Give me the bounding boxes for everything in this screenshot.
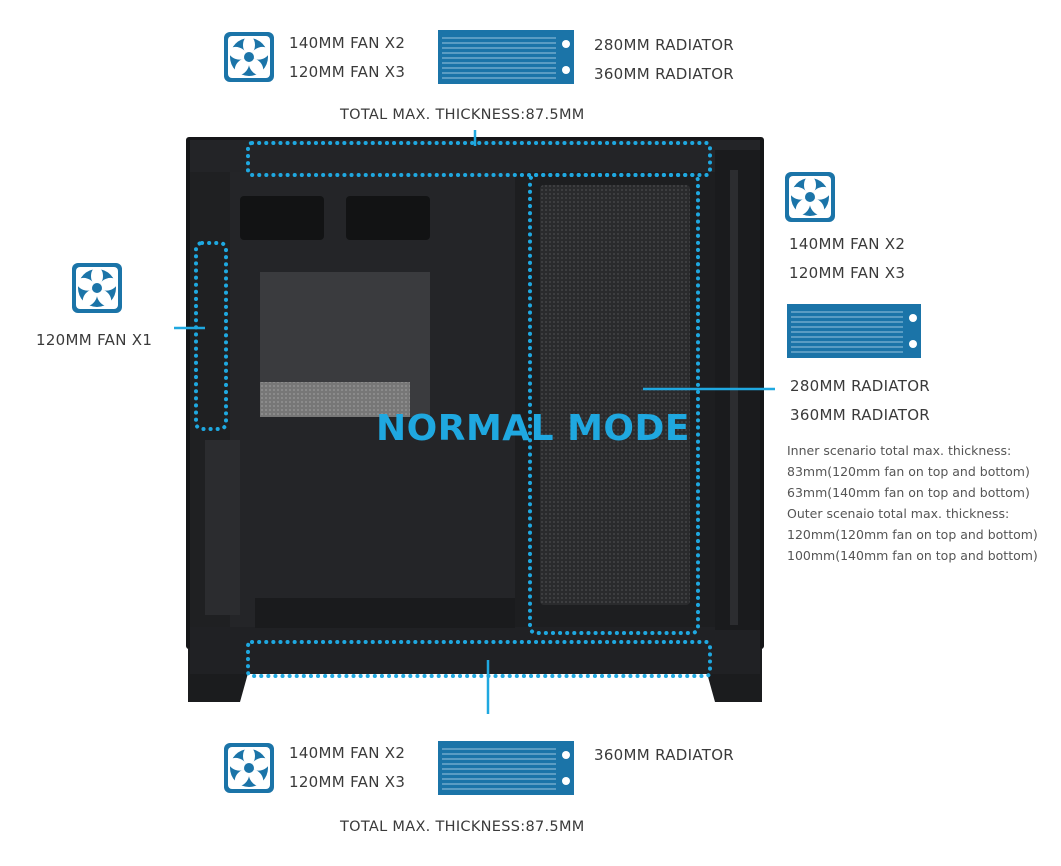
top-radiator-label-2: 360MM RADIATOR <box>594 65 735 83</box>
bottom-thickness-label: TOTAL MAX. THICKNESS:87.5MM <box>340 819 585 835</box>
radiator-icon <box>438 30 574 84</box>
top-radiator-label-1: 280MM RADIATOR <box>594 36 735 54</box>
front-mount-zone <box>528 173 700 635</box>
note-line: 120mm(120mm fan on top and bottom) <box>787 527 1038 542</box>
mode-label: NORMAL MODE <box>376 408 691 449</box>
lower-area <box>255 598 515 628</box>
fan-icon <box>72 263 122 313</box>
top-vent-1 <box>240 196 324 240</box>
left-fan-label: 120MM FAN X1 <box>36 331 153 349</box>
top-vent-2 <box>346 196 430 240</box>
top-fan-label-2: 120MM FAN X3 <box>289 63 406 81</box>
pcie-slots <box>205 440 240 615</box>
right-fan-label-2: 120MM FAN X3 <box>789 264 906 282</box>
note-line: Outer scenaio total max. thickness: <box>787 506 1010 521</box>
radiator-icon <box>787 304 921 358</box>
top-mount-zone <box>246 141 712 177</box>
fan-icon <box>224 32 274 82</box>
bottom-radiator-label: 360MM RADIATOR <box>594 746 735 764</box>
bottom-fan-label-2: 120MM FAN X3 <box>289 773 406 791</box>
cpu-cutout-mesh <box>260 382 410 417</box>
note-line: 63mm(140mm fan on top and bottom) <box>787 485 1030 500</box>
top-fan-label-1: 140MM FAN X2 <box>289 34 406 52</box>
rear-mount-zone <box>194 241 228 431</box>
bottom-fan-label-1: 140MM FAN X2 <box>289 744 406 762</box>
radiator-icon <box>438 741 574 795</box>
fan-icon <box>785 172 835 222</box>
note-line: Inner scenario total max. thickness: <box>787 443 1012 458</box>
note-line: 83mm(120mm fan on top and bottom) <box>787 464 1030 479</box>
thickness-notes: Inner scenario total max. thickness: 83m… <box>787 440 1038 566</box>
top-thickness-label: TOTAL MAX. THICKNESS:87.5MM <box>340 107 585 123</box>
right-fan-label-1: 140MM FAN X2 <box>789 235 906 253</box>
note-line: 100mm(140mm fan on top and bottom) <box>787 548 1038 563</box>
fan-icon <box>224 743 274 793</box>
bottom-mount-zone <box>246 640 712 678</box>
right-radiator-label-2: 360MM RADIATOR <box>790 406 931 424</box>
front-mesh <box>540 185 690 605</box>
right-radiator-label-1: 280MM RADIATOR <box>790 377 931 395</box>
